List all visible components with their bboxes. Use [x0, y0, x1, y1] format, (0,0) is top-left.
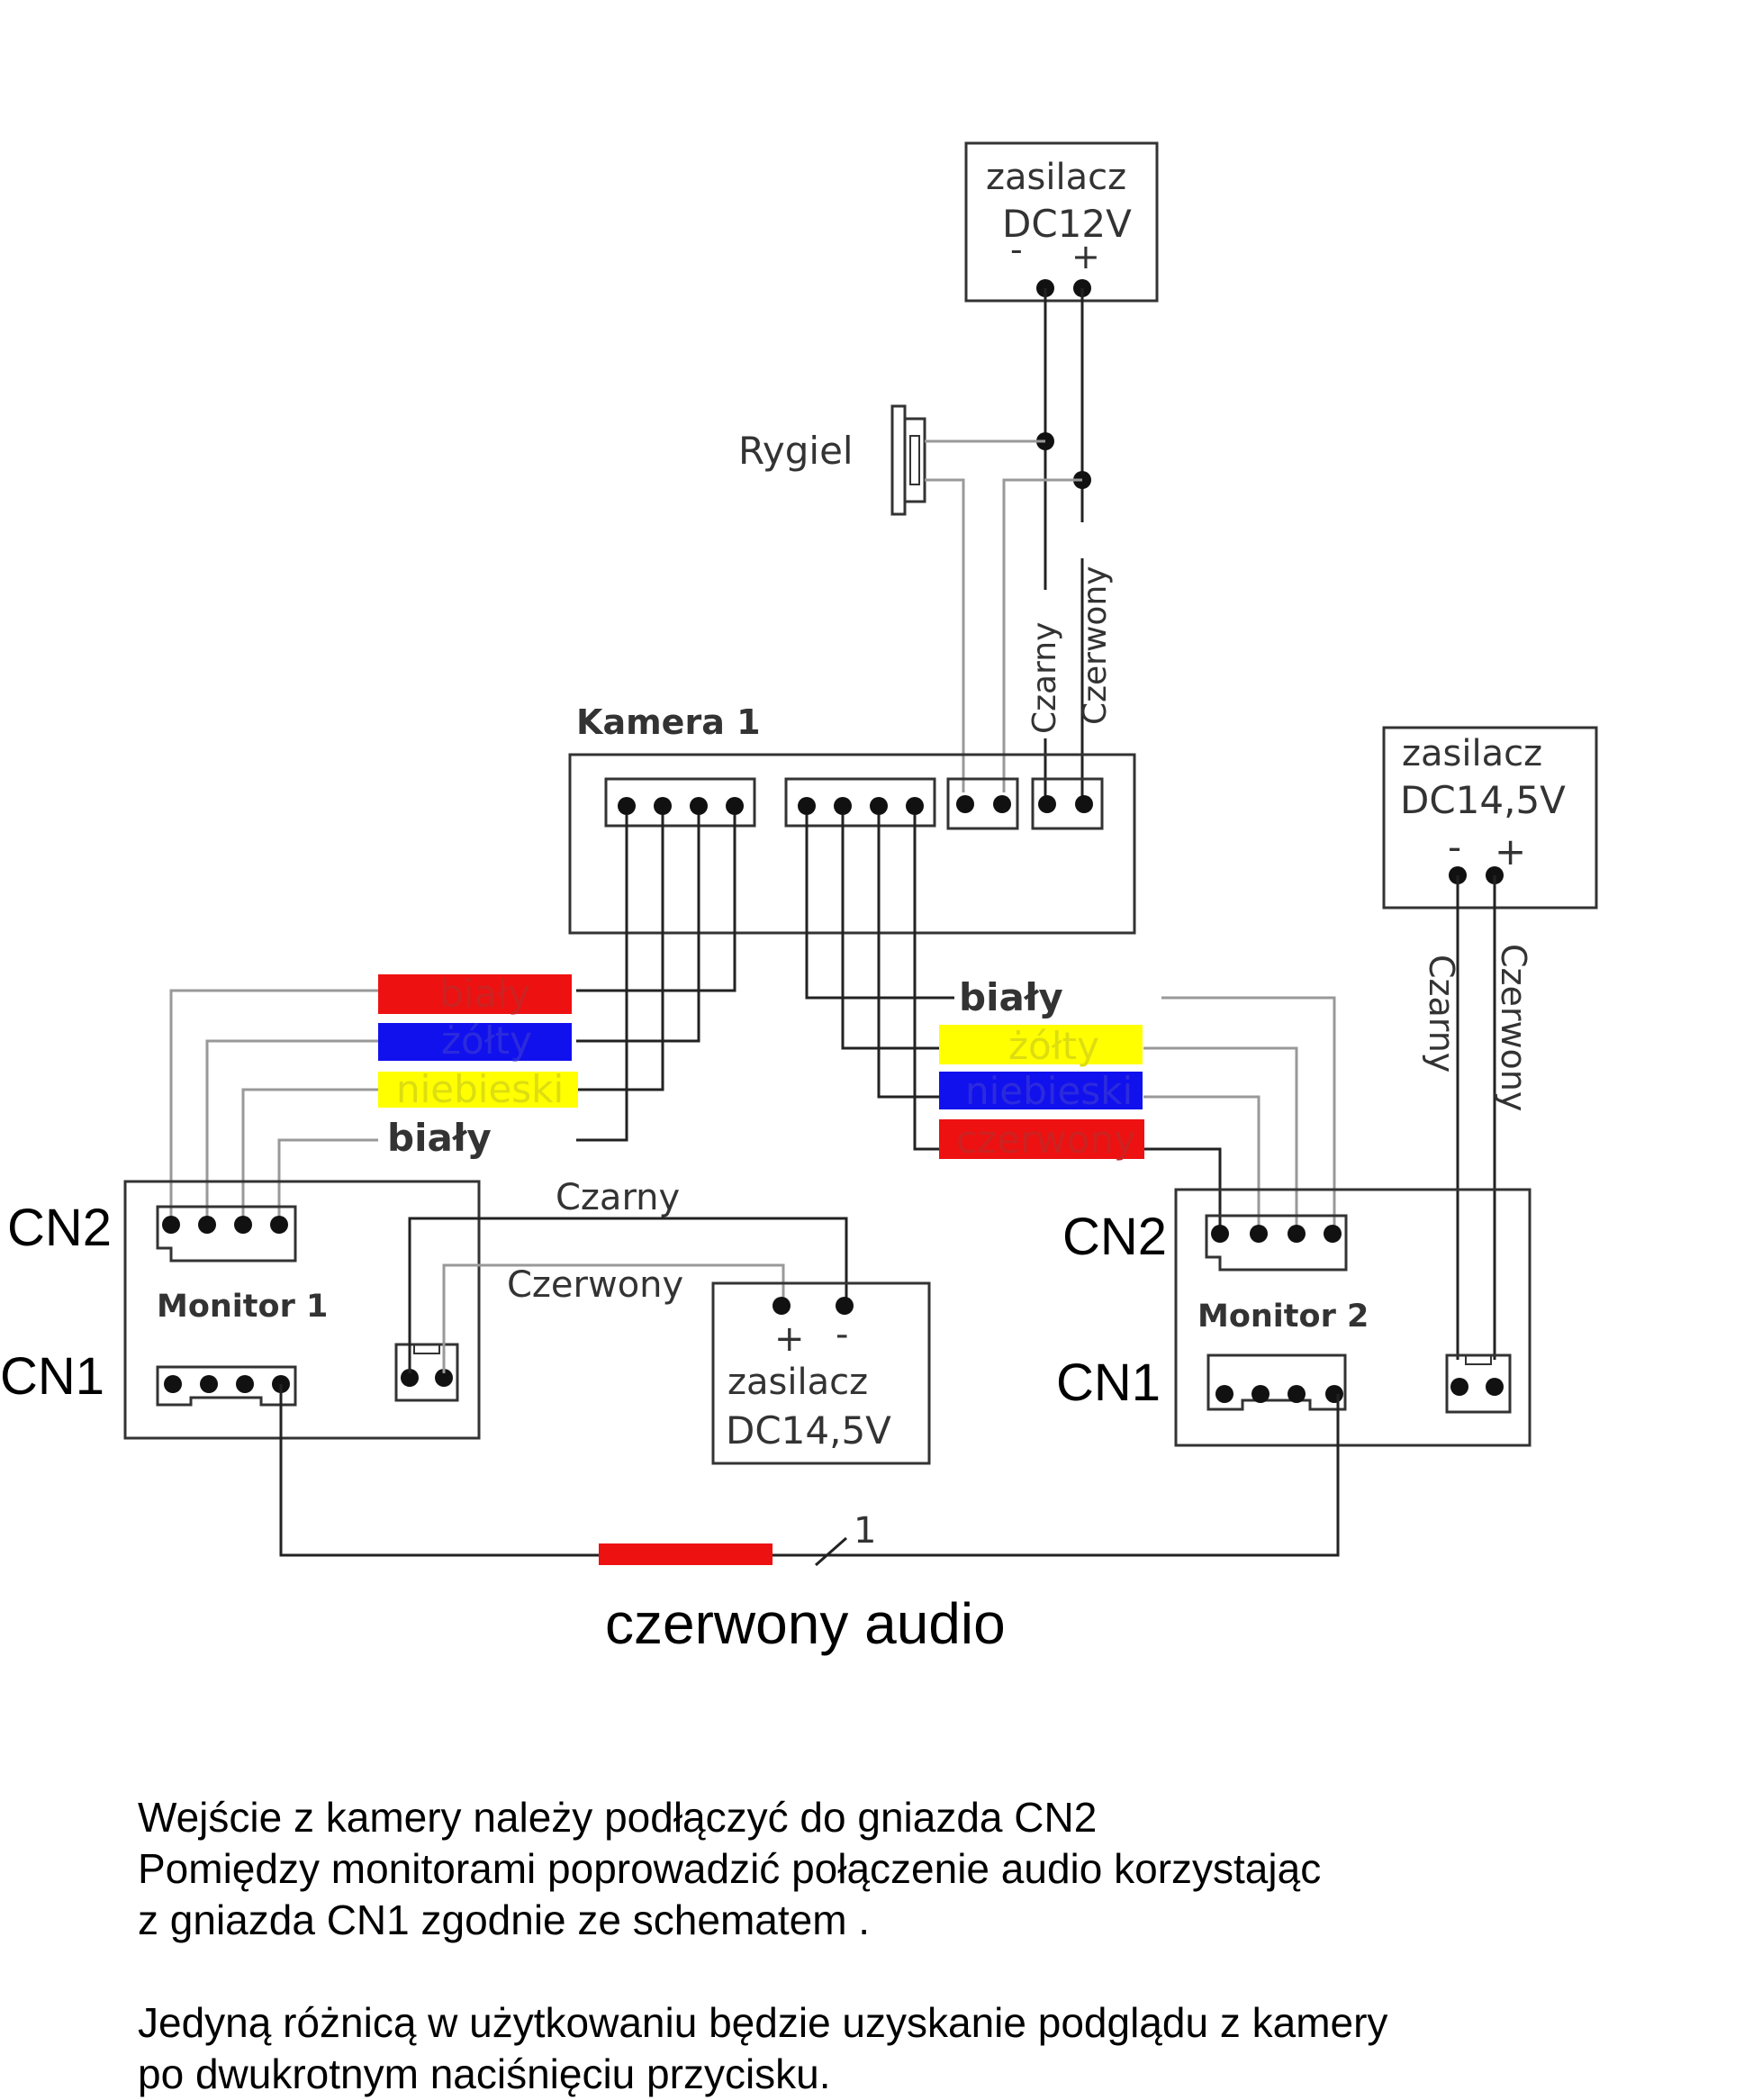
psu-right-plus: + [1495, 829, 1526, 873]
psu-right-minus: - [1448, 825, 1461, 869]
audio-bar [599, 1543, 773, 1565]
right-bar-3-text: niebieski [965, 1069, 1133, 1113]
right-bar-4-text: czerwony [956, 1118, 1136, 1162]
psu-top-minus: - [1010, 230, 1023, 269]
left-bundle-labels: biały żółty niebieski biały [378, 972, 578, 1160]
left-bundle-wires [169, 815, 736, 1225]
right-bundle-labels: biały żółty niebieski czerwony [939, 975, 1144, 1162]
monitor-1-cn2: CN2 [7, 1199, 112, 1257]
audio-wire-count: 1 [854, 1510, 876, 1552]
note-line-6: po dwukrotnym naciśnięciu przycisku. [138, 2050, 831, 2097]
left-bar-4-text: biały [387, 1116, 492, 1160]
left-bar-3-text: niebieski [396, 1067, 564, 1111]
monitor-2: CN2 CN1 Monitor 2 [1056, 1188, 1532, 1447]
lock-wires [925, 439, 1082, 792]
psu-mid: + - zasilacz DC14,5V [711, 1281, 931, 1465]
monitor-1-power-wires [408, 1217, 848, 1373]
left-bar-3 [378, 1072, 578, 1108]
notes: Wejście z kamery należy podłączyć do gni… [138, 1792, 1758, 2100]
camera-connector-lock [946, 777, 1019, 830]
wire-label-top-red: Czerwony [1077, 566, 1114, 725]
psu-mid-line2: DC14,5V [726, 1408, 891, 1453]
monitor-1: CN2 CN1 Monitor 1 [0, 1180, 481, 1440]
psu-right: zasilacz DC14,5V - + [1382, 726, 1598, 910]
camera: Kamera 1 [568, 702, 1136, 935]
lock-label: Rygiel [738, 429, 854, 473]
psu-right-line2: DC14,5V [1400, 778, 1566, 822]
camera-connector-power [1031, 777, 1104, 830]
camera-connector-b [784, 777, 936, 828]
wire-label-top-black: Czarny [1026, 622, 1063, 734]
monitor-1-cn1: CN1 [0, 1347, 104, 1406]
left-bar-2 [378, 1023, 572, 1061]
wire-label-mon1-red: Czerwony [507, 1264, 683, 1306]
monitor-1-label: Monitor 1 [157, 1289, 328, 1325]
right-bar-2 [939, 1025, 1143, 1064]
note-line-3: z gniazda CN1 zgodnie ze schematem . [138, 1896, 871, 1943]
monitor-2-cn1: CN1 [1056, 1353, 1161, 1412]
monitor-2-power-connector [1445, 1353, 1512, 1414]
note-gap [138, 1946, 1758, 1997]
note-line-2: Pomiędzy monitorami poprowadzić połączen… [138, 1845, 1322, 1892]
left-bar-2-text: żółty [441, 1018, 532, 1063]
left-bar-1 [378, 974, 572, 1014]
right-bar-1-text: biały [959, 975, 1063, 1019]
right-bar-3 [939, 1072, 1143, 1109]
psu-top-line1: zasilacz [986, 157, 1126, 198]
audio-link: 1 czerwony audio [279, 1384, 1340, 1656]
monitor-2-cn1-connector [1206, 1353, 1347, 1411]
monitor-2-cn2-connector [1205, 1214, 1348, 1272]
psu-top-line2: DC12V [1002, 202, 1132, 246]
right-bar-4 [939, 1119, 1144, 1159]
psu-mid-line1: zasilacz [727, 1362, 868, 1403]
note-line-1: Wejście z kamery należy podłączyć do gni… [138, 1794, 1098, 1841]
psu-mid-plus: + [774, 1318, 805, 1360]
psu-mid-minus: - [836, 1314, 848, 1355]
psu-top-plus: + [1071, 237, 1100, 276]
monitor-1-cn2-connector [156, 1205, 297, 1263]
psu-right-line1: zasilacz [1402, 733, 1542, 774]
note-line-5: Jedyną różnicą w użytkowaniu będzie uzys… [138, 1999, 1388, 2046]
right-bar-2-text: żółty [1008, 1024, 1099, 1068]
camera-connector-a [604, 777, 756, 828]
left-bar-1-text: biały [439, 972, 530, 1016]
monitor-2-cn2: CN2 [1062, 1208, 1167, 1266]
right-bundle-wires [805, 815, 1336, 1234]
psu-top: zasilacz DC12V - + [964, 141, 1159, 303]
monitor-1-power-connector [394, 1343, 459, 1402]
wire-label-right-black: Czarny [1422, 955, 1461, 1073]
audio-label: czerwony audio [605, 1591, 1006, 1656]
psu-right-wires [1456, 875, 1496, 1360]
camera-label: Kamera 1 [576, 702, 761, 742]
monitor-2-label: Monitor 2 [1197, 1299, 1369, 1335]
monitor-1-cn1-connector [156, 1365, 297, 1407]
lock: Rygiel [738, 404, 926, 516]
wire-label-mon1-black: Czarny [556, 1177, 680, 1218]
wire-label-right-red: Czerwony [1494, 944, 1533, 1111]
